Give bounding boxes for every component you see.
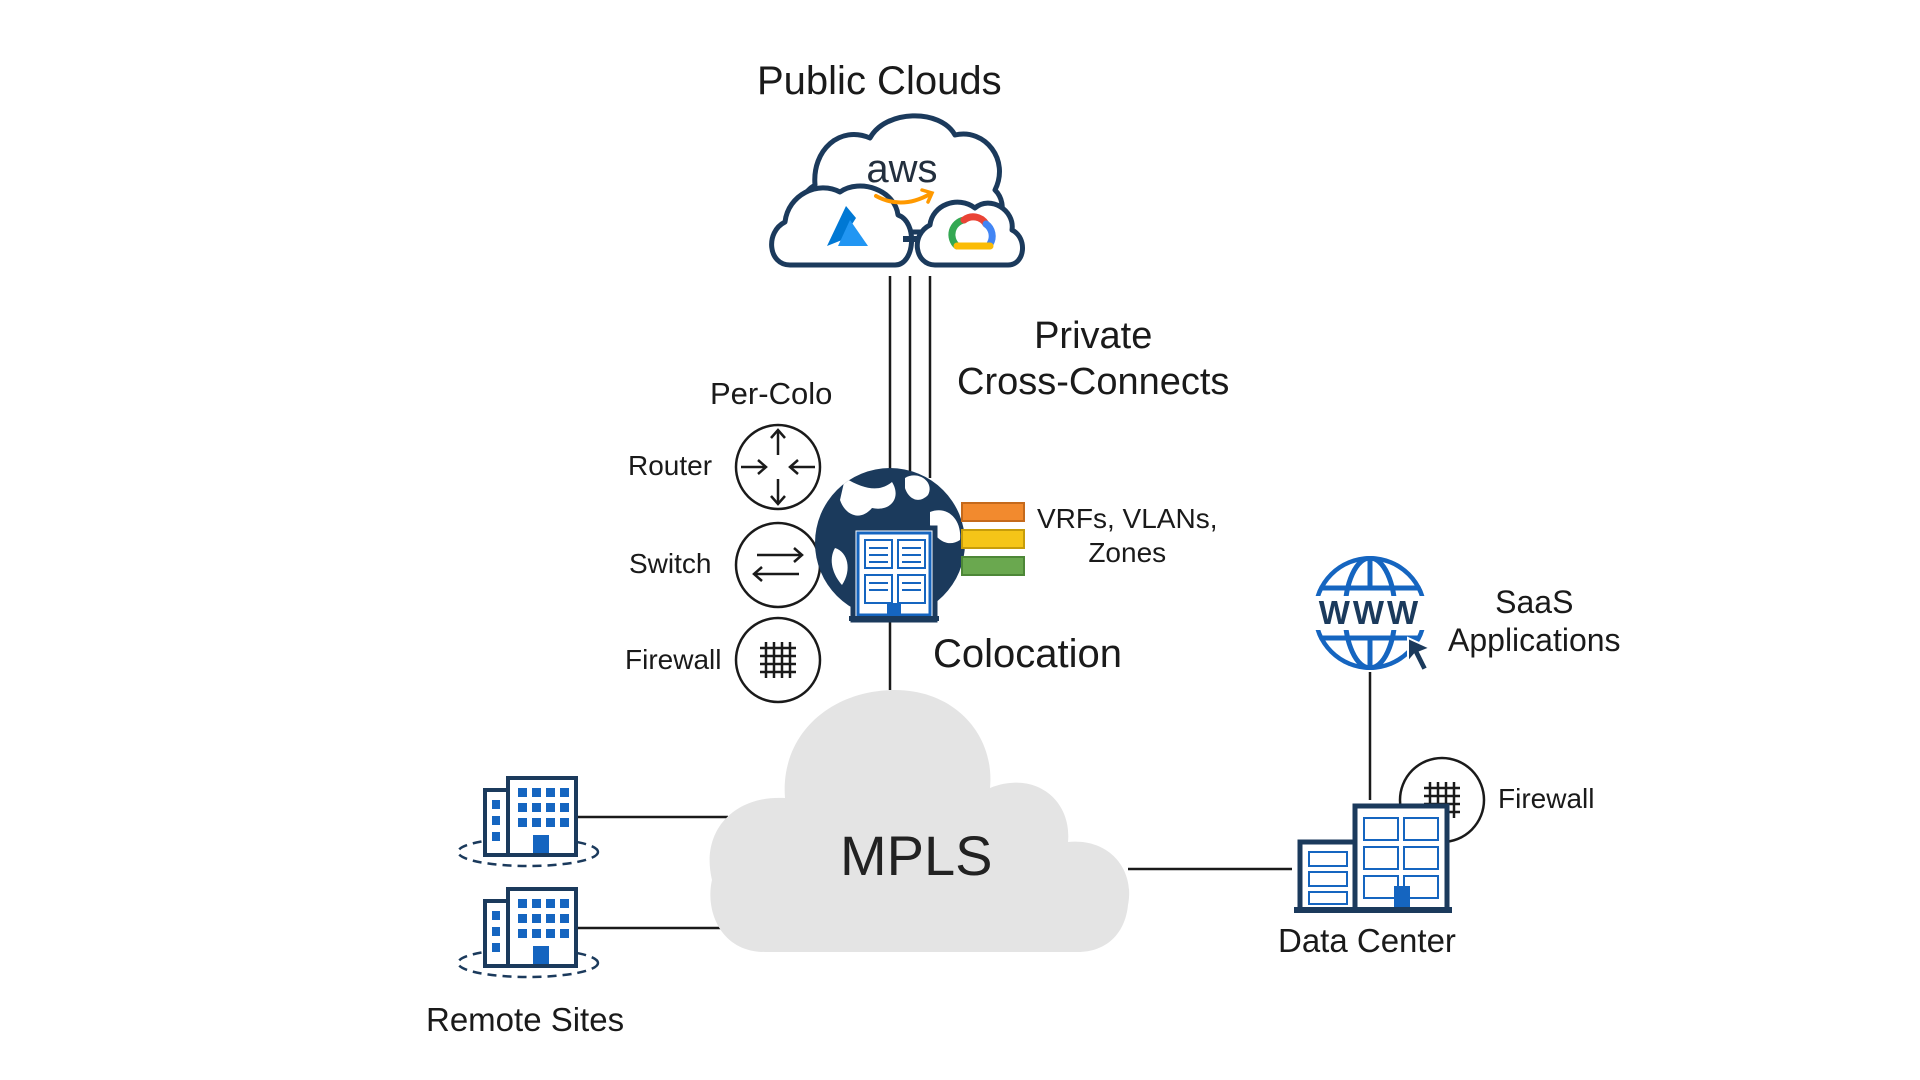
private-cross-connects-line-1: Private (1034, 315, 1153, 357)
colocation-label: Colocation (933, 632, 1123, 676)
public-clouds-label: Public Clouds (757, 59, 1002, 103)
cursor-icon (1407, 636, 1433, 673)
google-cloud-logo-icon (948, 213, 996, 250)
vrf-stack-icon (961, 502, 1025, 576)
public-clouds-icon (769, 113, 1025, 268)
www-globe-icon: WWW (1312, 556, 1428, 670)
private-cross-connects-label: Private Cross-Connects (957, 314, 1229, 405)
firewall-dc-label: Firewall (1498, 783, 1595, 814)
saas-applications-label: SaaS Applications (1448, 583, 1621, 660)
colocation-building-icon (849, 525, 939, 623)
aws-logo-icon: aws (866, 147, 937, 191)
vrfs-line-2: Zones (1088, 536, 1167, 568)
data-center-building-icon (1294, 803, 1452, 913)
data-center-label: Data Center (1278, 922, 1456, 959)
router-label: Router (628, 450, 713, 481)
remote-sites-label: Remote Sites (426, 1001, 625, 1038)
saas-line-2: Applications (1448, 622, 1621, 659)
connector-lines (578, 276, 1372, 930)
private-cross-connects-line-2: Cross-Connects (957, 360, 1230, 403)
saas-line-1: SaaS (1495, 584, 1574, 620)
google-cloud-shape (914, 199, 1025, 268)
aws-smile-arrow (920, 188, 935, 204)
aws-smile (874, 192, 932, 205)
cloud-link-connector (903, 236, 919, 242)
firewall-icon (734, 616, 822, 704)
office-building-icon (456, 776, 600, 868)
switch-icon (734, 521, 822, 609)
router-icon (734, 423, 822, 511)
www-label: WWW (1319, 594, 1421, 631)
mpls-cloud-icon (709, 690, 1130, 952)
azure-logo-icon (827, 206, 868, 246)
per-colo-label: Per-Colo (710, 376, 833, 411)
switch-label: Switch (629, 548, 712, 579)
vrfs-line-1: VRFs, VLANs, (1037, 503, 1218, 534)
mpls-label: MPLS (840, 824, 993, 887)
vrfs-label: VRFs, VLANs, Zones (1037, 502, 1217, 569)
office-building-icon (456, 887, 600, 979)
firewall-colo-label: Firewall (625, 644, 722, 675)
